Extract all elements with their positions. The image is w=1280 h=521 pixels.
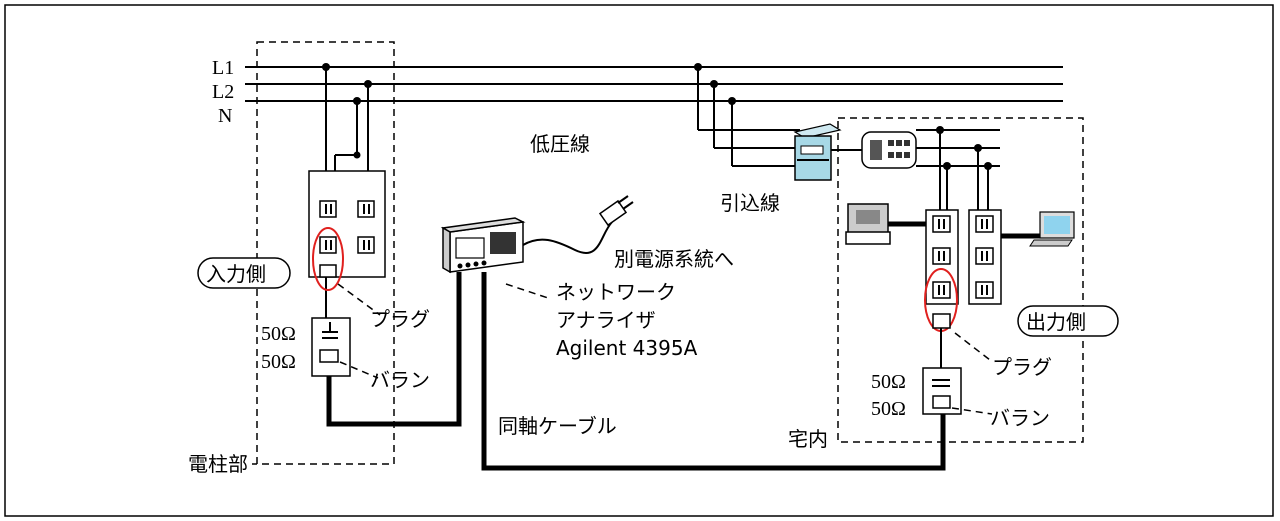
breaker-box [831, 131, 917, 169]
label-balun-right: バラン [990, 406, 1050, 430]
power-lines [245, 66, 1063, 102]
pole-outlet-panel [308, 170, 386, 278]
label-na-model: Agilent 4395A [556, 336, 698, 360]
label-indoor: 宅内 [788, 427, 828, 451]
power-cord [522, 221, 613, 254]
pole-outlets [319, 200, 375, 278]
output-side-badge [1017, 305, 1119, 337]
balun-left-symbol [319, 322, 339, 363]
label-pole: 電柱部 [188, 452, 248, 476]
pole-boundary [256, 41, 395, 465]
computer-device [1001, 211, 1075, 247]
electric-meter [793, 123, 842, 181]
ohm-right-1: 50Ω [871, 371, 906, 393]
label-balun-left: バラン [370, 368, 430, 392]
network-analyzer [440, 217, 526, 274]
label-plug-right: プラグ [992, 355, 1052, 379]
balun-leader-left [339, 361, 379, 379]
ohm-left-2: 50Ω [261, 351, 296, 373]
label-other-power: 別電源系統へ [614, 247, 734, 271]
label-input-side: 入力側 [206, 262, 266, 286]
label-plug-left: プラグ [370, 307, 430, 331]
service-drop-wires [694, 63, 800, 167]
outlets-strip-2 [975, 215, 994, 299]
ohm-right-2: 50Ω [871, 398, 906, 420]
indoor-wiring [916, 126, 1000, 210]
label-coax: 同軸ケーブル [498, 414, 617, 438]
label-na-line1: ネットワーク [556, 280, 676, 304]
balun-right-symbol [932, 379, 951, 409]
outer-frame [4, 4, 1274, 517]
plug-right [932, 313, 951, 329]
balun-right [922, 367, 962, 415]
outlets-strip-1 [932, 215, 951, 299]
plug-leader-left [337, 283, 381, 316]
coax-right [481, 272, 946, 471]
label-service-drop: 引込線 [720, 191, 780, 215]
input-side-badge [197, 257, 291, 289]
plug-leader-right [954, 332, 991, 361]
ohm-left-1: 50Ω [261, 323, 296, 345]
label-l2: L2 [212, 81, 234, 103]
label-na-line2: アナライザ [556, 308, 656, 332]
indoor-boundary [837, 117, 1084, 443]
label-l1: L1 [212, 57, 234, 79]
coax-left [326, 272, 462, 427]
label-low-voltage-line: 低圧線 [530, 132, 590, 156]
label-n: N [218, 105, 232, 127]
label-output-side: 出力側 [1026, 310, 1086, 334]
plug-icon [598, 195, 634, 227]
na-leader [505, 283, 549, 299]
balun-leader-right [951, 407, 993, 415]
plug-highlight-left [312, 227, 344, 291]
printer-device [845, 203, 926, 245]
